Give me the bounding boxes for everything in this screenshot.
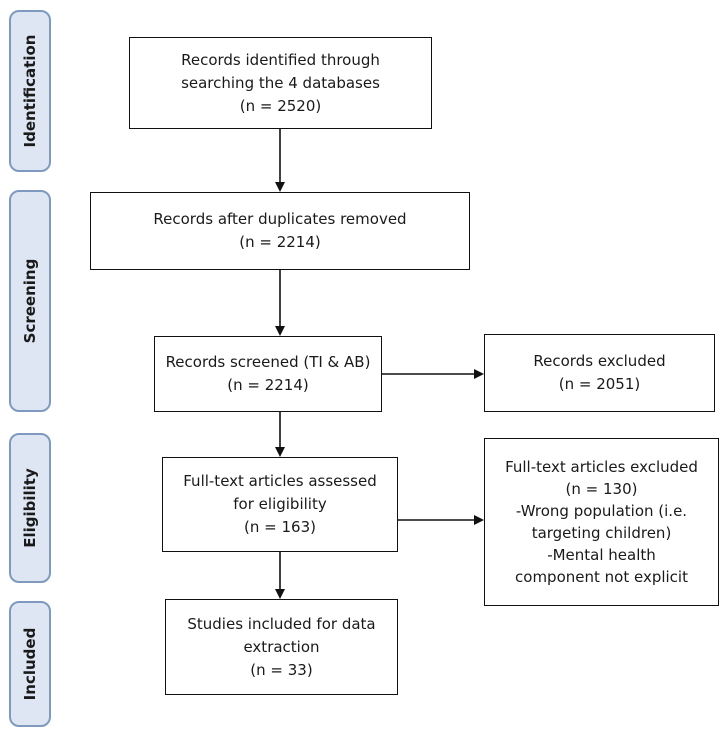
box-studies-included-line-1: Studies included for data [187,614,376,633]
phase-identification: Identification [9,10,51,172]
box-studies-included-line-3: (n = 33) [250,660,313,679]
box-fulltext-excluded-line-1: Full-text articles excluded [505,458,698,476]
box-records-deduplicated-line-2: (n = 2214) [239,233,321,251]
box-records-excluded: Records excluded (n = 2051) [484,334,715,412]
box-fulltext-assessed-line-1: Full-text articles assessed [183,472,377,490]
box-studies-included-line-2: extraction [243,637,320,656]
box-records-deduplicated-line-1: Records after duplicates removed [153,210,407,228]
box-records-identified-line-3: (n = 2520) [239,96,322,115]
box-fulltext-excluded-line-3: -Wrong population (i.e. [515,502,688,520]
box-records-screened: Records screened (TI & AB) (n = 2214) [154,336,382,412]
box-fulltext-assessed: Full-text articles assessed for eligibil… [162,457,398,552]
box-fulltext-assessed-line-2: for eligibility [233,495,327,513]
box-studies-included: Studies included for data extraction (n … [165,599,398,695]
box-records-identified-line-2: searching the 4 databases [181,73,380,92]
box-records-identified-line-1: Records identified through [181,50,380,69]
phase-screening: Screening [9,190,51,412]
box-records-excluded-line-2: (n = 2051) [558,375,641,393]
phase-included: Included [9,601,51,727]
phase-eligibility: Eligibility [9,433,51,583]
box-fulltext-excluded-line-2: (n = 130) [565,480,638,498]
box-fulltext-excluded-line-5: -Mental health [547,546,656,564]
box-fulltext-assessed-line-3: (n = 163) [244,518,316,536]
box-records-deduplicated: Records after duplicates removed (n = 22… [90,192,470,270]
box-fulltext-excluded: Full-text articles excluded (n = 130) -W… [484,438,719,606]
box-fulltext-excluded-line-6: component not explicit [515,568,688,586]
box-records-screened-line-2: (n = 2214) [227,376,309,394]
box-fulltext-excluded-line-4: targeting children) [531,524,672,542]
box-records-screened-line-1: Records screened (TI & AB) [165,353,371,371]
box-records-identified: Records identified through searching the… [129,37,432,129]
box-records-excluded-line-1: Records excluded [533,352,666,370]
